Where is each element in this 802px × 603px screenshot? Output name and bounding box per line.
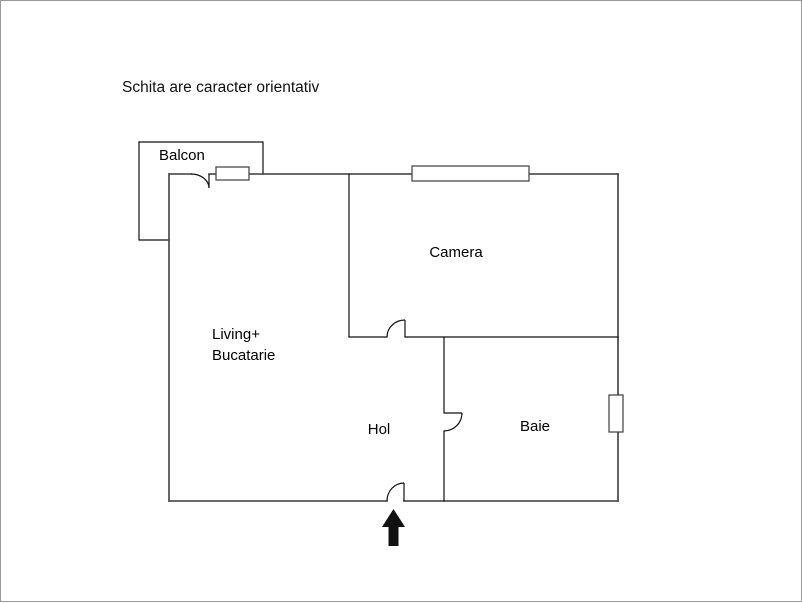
door-baie [443,412,463,432]
windows-group [215,165,624,433]
room-label-living-line2: Bucatarie [212,347,275,364]
window-baie [608,394,624,433]
door-balcon-arc [190,173,210,189]
door-baie-arc [443,412,463,432]
room-label-hol: Hol [368,421,391,438]
doors-group [190,173,463,502]
door-camera-arc [386,319,406,338]
room-label-balcon: Balcon [159,147,205,164]
balcony-wall-left-bottom [138,141,170,241]
balcony-wall-top-right [138,141,264,175]
window-balcon [215,166,250,181]
room-label-baie: Baie [520,418,550,435]
interior-walls [348,173,619,502]
door-camera [386,319,406,338]
window-camera [411,165,530,182]
balcony-outline [138,141,264,241]
room-label-camera: Camera [429,244,483,261]
door-entrance-arc [386,482,405,502]
entrance-arrow [382,509,405,546]
plan-note: Schita are caracter orientativ [122,79,320,96]
apartment-outer-walls [168,173,619,502]
room-label-living-line1: Living+ [212,326,260,343]
door-entrance [386,482,405,502]
entrance-arrow-head [382,509,405,527]
entrance-arrow-shaft [388,524,399,546]
door-balcon [190,173,210,189]
